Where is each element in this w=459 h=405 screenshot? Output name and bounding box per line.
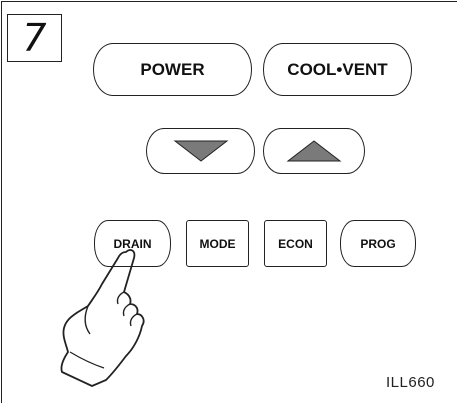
- prog-button-label: PROG: [360, 236, 396, 251]
- illustration-code: ILL660: [386, 374, 435, 391]
- power-button-label: POWER: [140, 59, 205, 79]
- step-number-box: 7: [7, 14, 62, 62]
- power-button[interactable]: POWER: [93, 43, 252, 96]
- cool-vent-button[interactable]: COOL•VENT: [263, 43, 412, 96]
- down-triangle-icon: [173, 140, 228, 162]
- econ-button-label: ECON: [278, 236, 313, 251]
- mode-button[interactable]: MODE: [186, 220, 249, 267]
- pointing-hand-icon: [60, 249, 145, 387]
- up-triangle-icon: [286, 140, 342, 162]
- drain-button-label: DRAIN: [113, 236, 152, 251]
- drain-button[interactable]: DRAIN: [94, 220, 171, 267]
- cool-vent-button-label: COOL•VENT: [287, 59, 388, 79]
- step-number: 7: [22, 16, 47, 60]
- prog-button[interactable]: PROG: [340, 220, 416, 267]
- econ-button[interactable]: ECON: [264, 220, 327, 267]
- temperature-up-button[interactable]: [263, 128, 365, 174]
- temperature-down-button[interactable]: [146, 128, 255, 174]
- mode-button-label: MODE: [199, 236, 236, 251]
